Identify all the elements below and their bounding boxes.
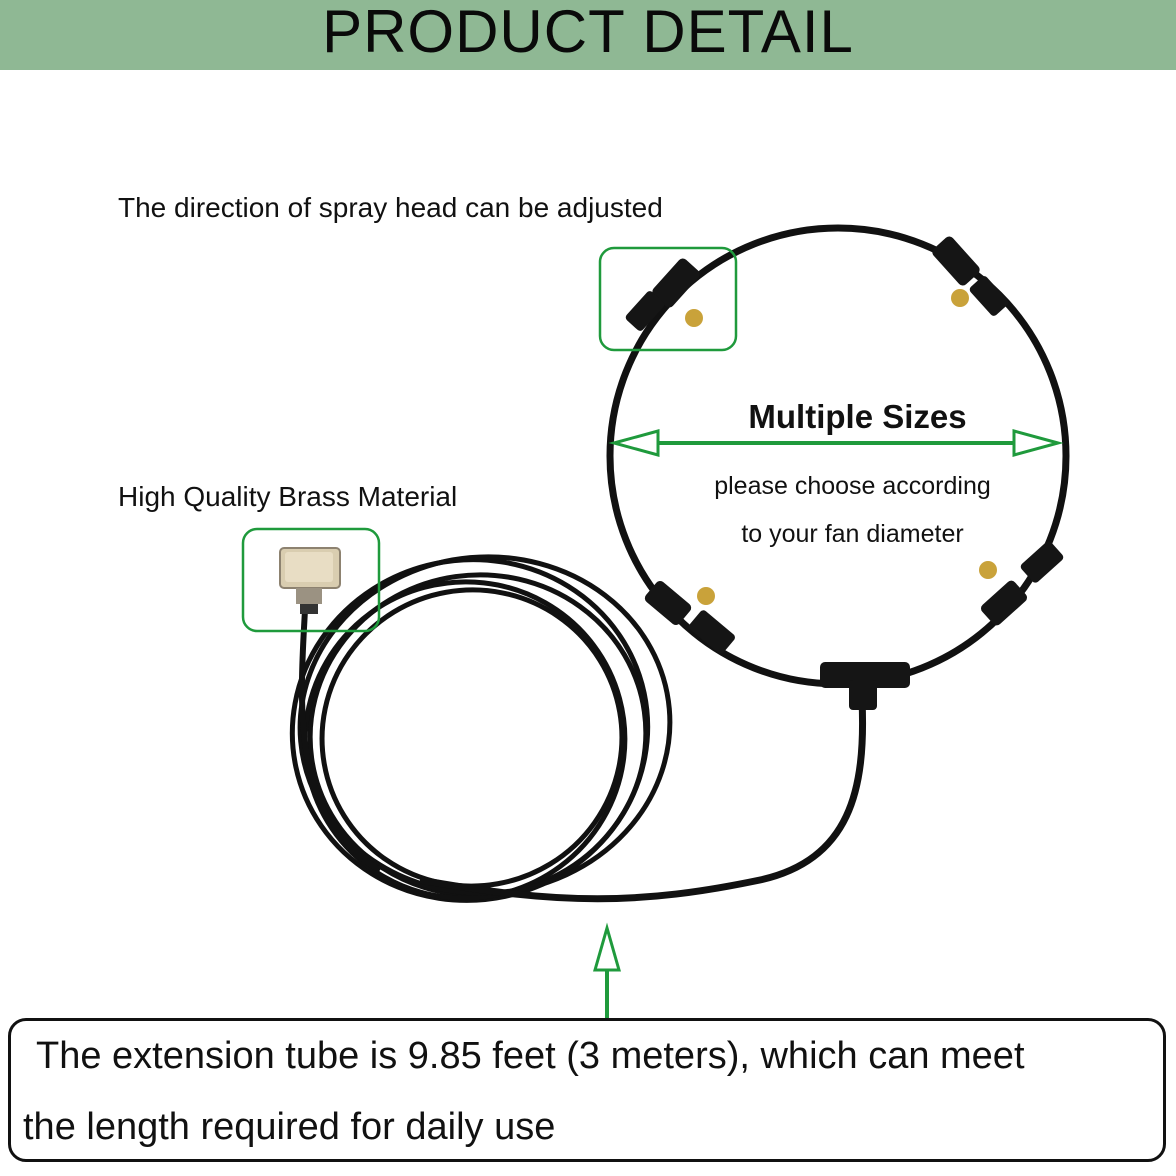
extension-tube-note: The extension tube is 9.85 feet (3 meter… [8, 1018, 1166, 1162]
note-line-1: The extension tube is 9.85 feet (3 meter… [36, 1035, 1025, 1077]
diameter-arrow [608, 429, 1064, 457]
brass-highlight-box [241, 527, 381, 633]
brass-material-label: High Quality Brass Material [118, 481, 458, 512]
misting-ring [606, 224, 1070, 710]
spray-direction-label: The direction of spray head can be adjus… [118, 192, 663, 223]
hose-ring-lead [419, 699, 867, 903]
nozzle-tee [625, 258, 703, 331]
bottom-tee [820, 662, 910, 710]
brass-connector [279, 547, 341, 614]
multiple-sizes-label: Multiple Sizes [748, 398, 967, 435]
note-line-2: the length required for daily use [23, 1106, 556, 1148]
header-banner: PRODUCT DETAIL [0, 0, 1176, 70]
spray-head-highlight-box [598, 246, 738, 352]
nozzle-tee [644, 580, 735, 654]
choose-size-line-2: to your fan diameter [741, 520, 964, 548]
nozzle-tee [932, 236, 1009, 316]
nozzle-tee [979, 541, 1064, 626]
up-arrow [593, 922, 621, 1018]
hose-connector-lead [298, 609, 382, 873]
page-title: PRODUCT DETAIL [322, 0, 854, 65]
choose-size-line-1: please choose according [714, 472, 991, 500]
